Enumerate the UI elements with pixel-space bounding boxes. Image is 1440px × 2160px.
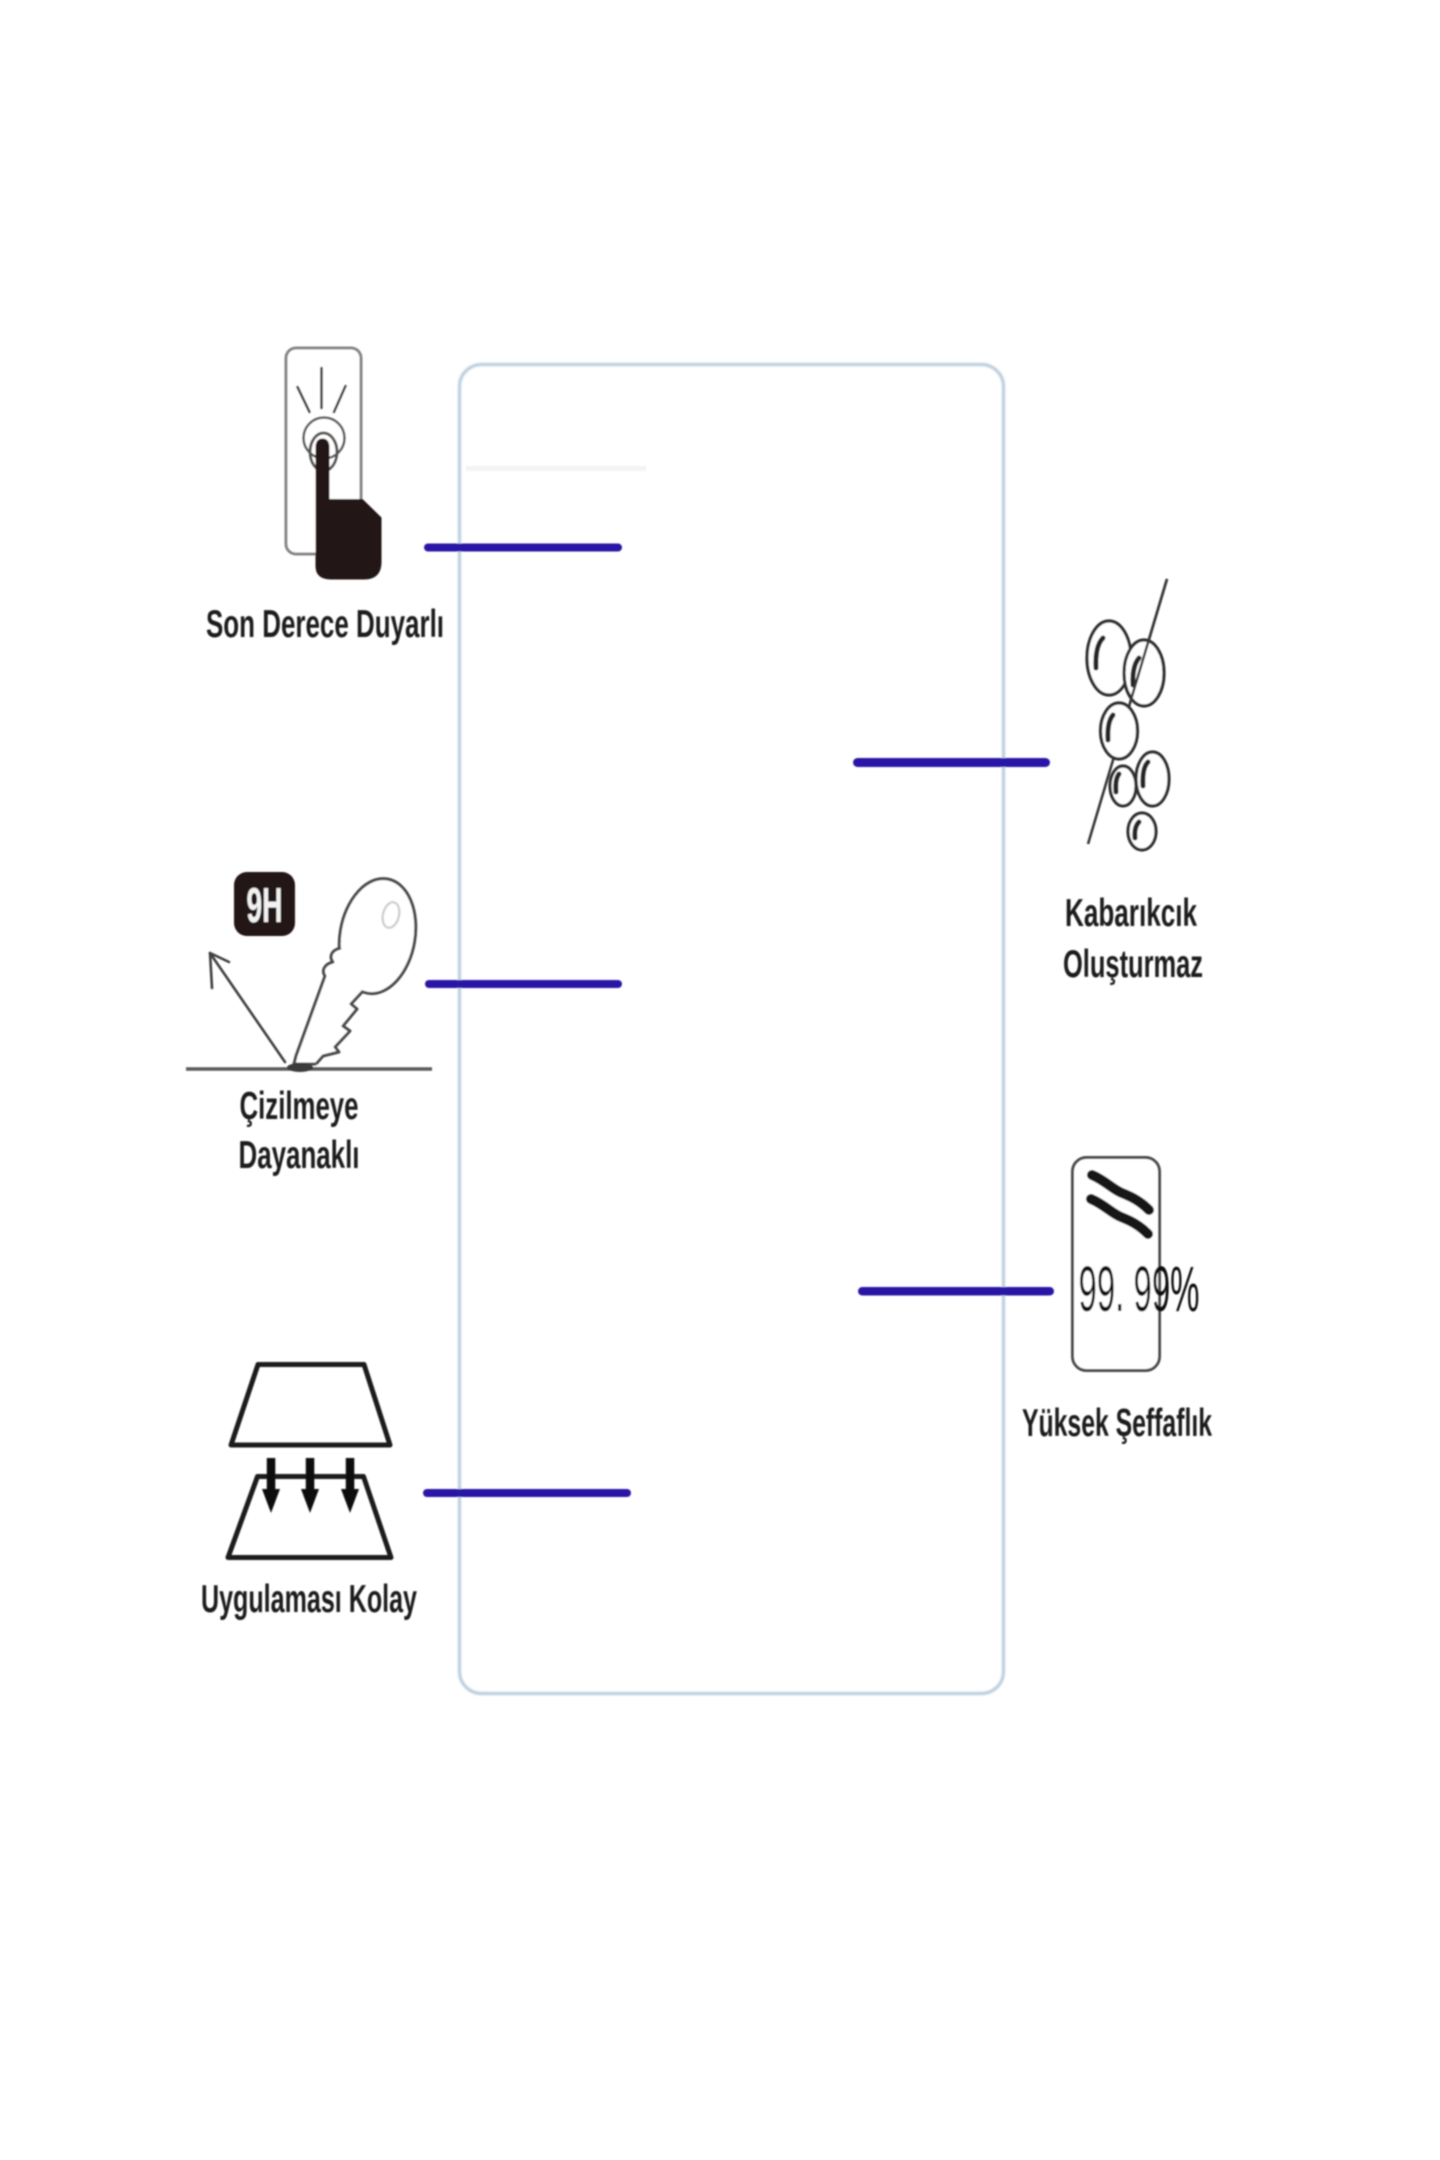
svg-text:Çizilmeye: Çizilmeye — [240, 1085, 359, 1128]
svg-text:9H: 9H — [247, 879, 283, 933]
svg-text:Son Derece Duyarlı: Son Derece Duyarlı — [206, 603, 444, 646]
svg-text:Dayanaklı: Dayanaklı — [239, 1134, 360, 1177]
svg-text:Oluşturmaz: Oluşturmaz — [1063, 943, 1203, 986]
svg-text:Uygulaması Kolay: Uygulaması Kolay — [201, 1578, 417, 1621]
svg-text:Yüksek Şeffaflık: Yüksek Şeffaflık — [1022, 1402, 1212, 1445]
svg-text:99. 99%: 99. 99% — [1079, 1253, 1200, 1325]
svg-text:Kabarıkcık: Kabarıkcık — [1065, 892, 1197, 935]
